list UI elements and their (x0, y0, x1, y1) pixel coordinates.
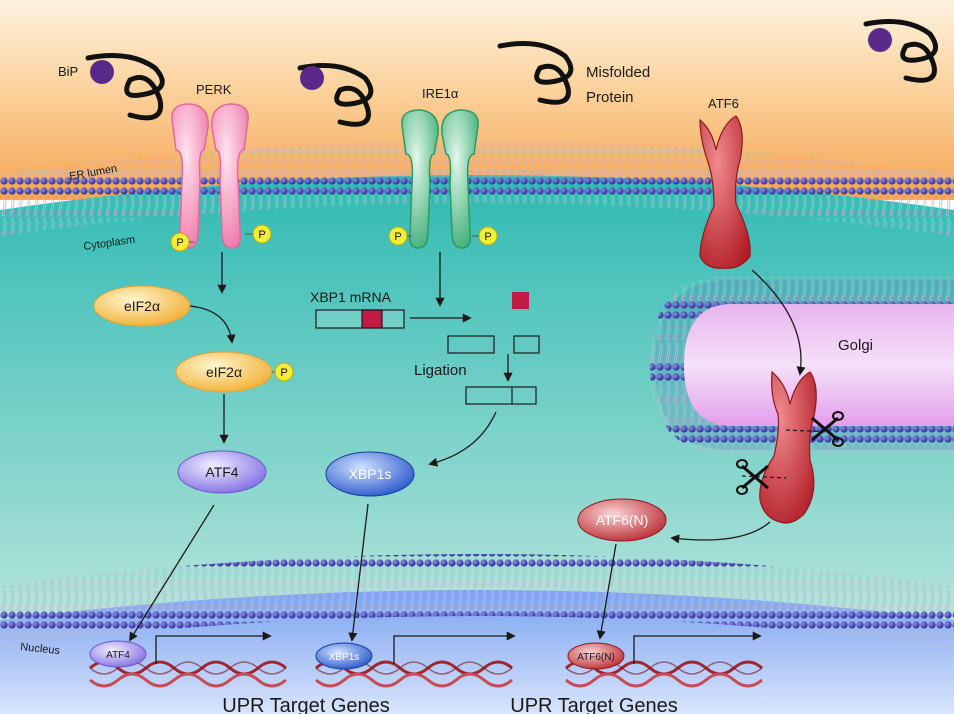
golgi-label: Golgi (838, 337, 873, 354)
ligation-label: Ligation (414, 362, 467, 379)
atf4-node: ATF4 (177, 450, 267, 494)
atf6-receptor (699, 115, 751, 269)
xbp1-mrna-spliced (465, 386, 537, 405)
eif2a-p-label: eIF2α (206, 364, 242, 380)
nuc-atf4-label: ATF4 (106, 650, 130, 661)
arrow-xbp1s-to-nucleus (348, 503, 369, 642)
xbp1-exon-left (447, 335, 495, 354)
atf6n-label: ATF6(N) (596, 512, 649, 528)
atf6-label: ATF6 (708, 96, 739, 111)
nuc-xbp1s-node: XBP1s (315, 642, 373, 670)
eif2a-node: eIF2α (93, 285, 191, 327)
excised-intron (512, 292, 529, 309)
misfolded-label-line1: Misfolded (586, 64, 650, 81)
ire1a-receptor (401, 109, 479, 249)
upr-target-genes-label-1: UPR Target Genes (222, 695, 390, 714)
phospho-ire1-right: P (472, 226, 498, 246)
atf4-label: ATF4 (205, 464, 238, 480)
perk-receptor (171, 103, 249, 249)
nuc-atf4-node: ATF4 (89, 640, 147, 668)
phospho-ire1-left: P (388, 226, 412, 246)
phospho-label: P (176, 237, 183, 249)
transcription-arrow-1 (155, 631, 272, 664)
arrow-atf6n-to-nucleus (596, 543, 617, 640)
atf6-golgi-cleavage (741, 370, 831, 524)
phospho-label: P (280, 367, 287, 379)
bip-protein-complex-1 (85, 53, 165, 121)
xbp1s-node: XBP1s (325, 451, 415, 497)
misfolded-label-line2: Protein (586, 89, 634, 106)
phospho-label: P (484, 231, 491, 243)
xbp1-exon-right (513, 335, 540, 354)
arrow-spliced-to-xbp1s (428, 411, 497, 467)
upr-target-genes-label-2: UPR Target Genes (510, 695, 678, 714)
phospho-label: P (394, 231, 401, 243)
golgi-apparatus (650, 276, 954, 454)
phospho-label: P (258, 229, 265, 241)
xbp1-mrna-label: XBP1 mRNA (310, 289, 392, 305)
ire1a-label: IRE1α (422, 86, 459, 101)
nuc-atf6n-label: ATF6(N) (577, 652, 615, 663)
nuc-xbp1s-label: XBP1s (329, 652, 360, 663)
bip-protein-complex-3 (863, 19, 939, 83)
arrow-atf6-to-golgi (751, 269, 806, 376)
scissors-icon (811, 411, 844, 447)
phospho-perk-right: P (245, 224, 272, 244)
bip-protein-complex-2 (297, 63, 374, 127)
bip-label: BiP (58, 64, 78, 79)
phospho-perk-left: P (170, 232, 194, 252)
nuclear-envelope (0, 554, 954, 648)
nucleus-label: Nucleus (20, 641, 61, 657)
xbp1s-label: XBP1s (349, 466, 392, 482)
eif2a-phospho-node: eIF2α P (175, 351, 294, 393)
perk-label: PERK (196, 82, 232, 97)
scissors-icon (736, 459, 769, 495)
eif2a-label: eIF2α (124, 298, 160, 314)
arrow-atf4-to-nucleus (129, 504, 215, 642)
transcription-arrow-3 (633, 631, 762, 664)
nuc-atf6n-node: ATF6(N) (567, 642, 625, 670)
transcription-arrow-2 (393, 631, 516, 664)
misfolded-protein (497, 41, 574, 105)
xbp1-mrna-unspliced (315, 309, 405, 329)
arrow-eif2a-phosphorylation (189, 305, 236, 344)
arrow-golgi-to-atf6n (670, 521, 771, 544)
atf6n-node: ATF6(N) (577, 498, 667, 542)
